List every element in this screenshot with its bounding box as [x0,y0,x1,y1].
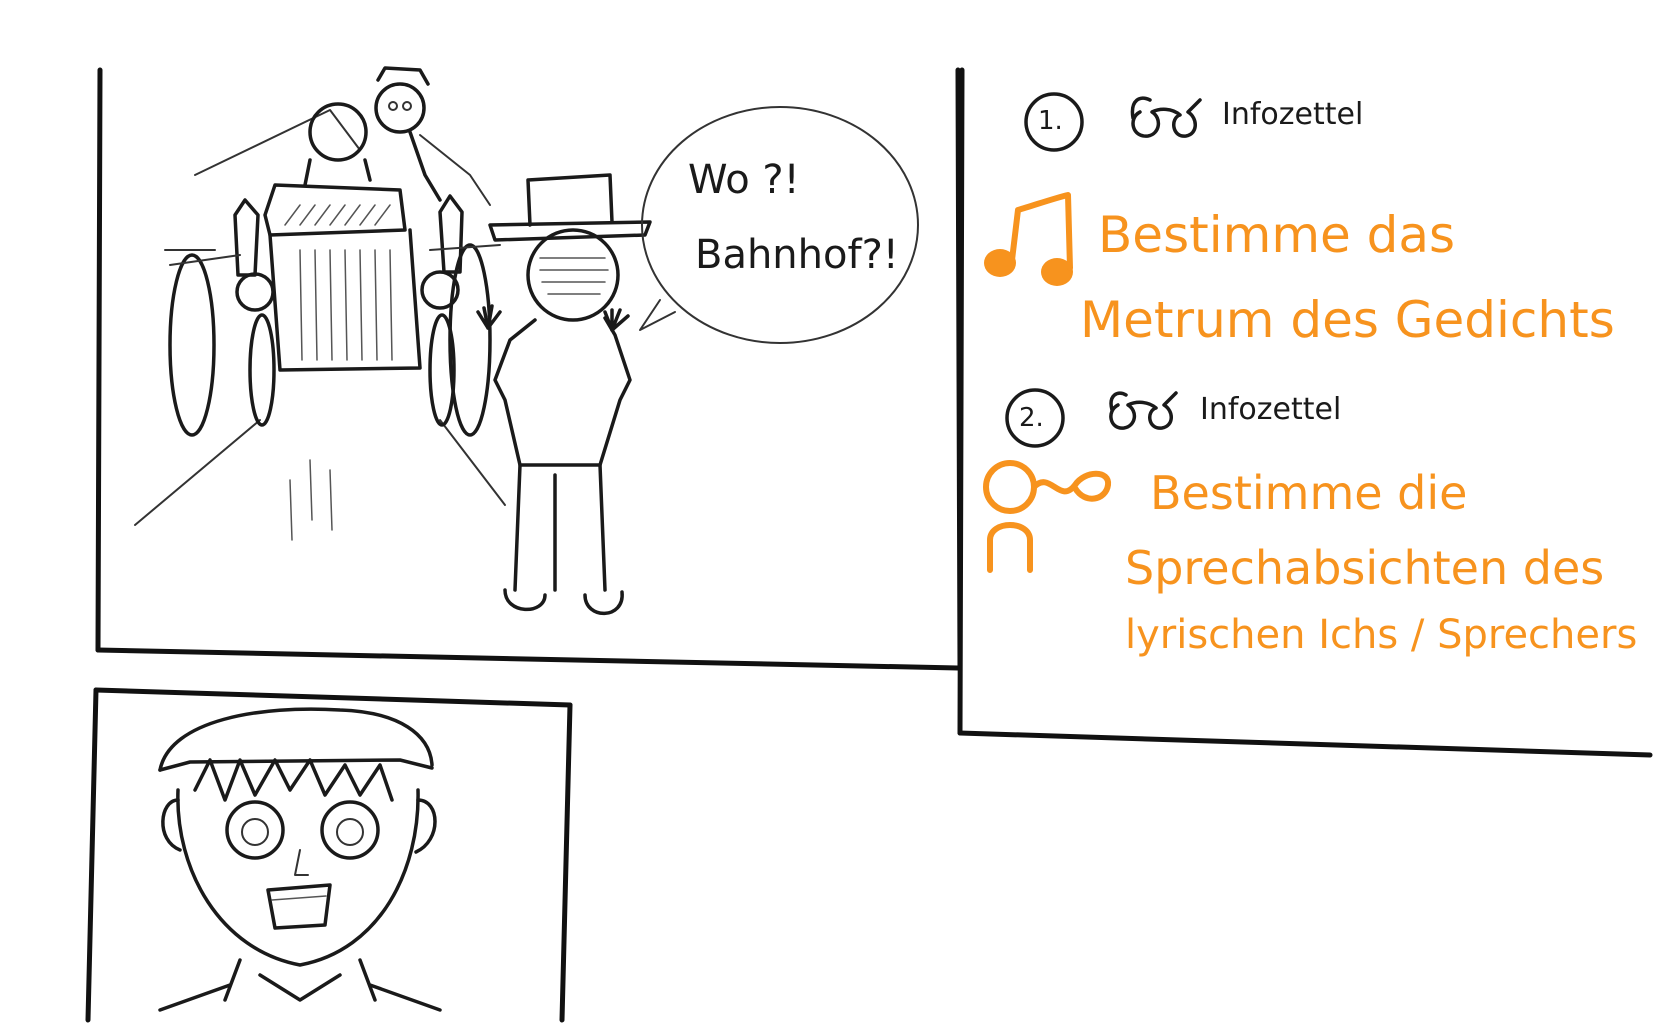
shocked-boy-illustration [158,707,442,1012]
task-1-number: 1. [1038,106,1063,136]
speech-line-1: Wo ?! [688,157,800,203]
speaker-person-icon [983,460,1111,573]
man-with-hat-illustration [476,173,652,616]
glasses-icon [1130,96,1202,138]
task-1-instruction-line-1: Bestimme das [1098,206,1456,264]
speech-bubble [641,106,919,344]
speech-line-2: Bahnhof?! [695,232,899,278]
task-2-instruction-line-2: Sprechabsichten des [1125,541,1605,595]
task-panel [957,67,1653,758]
task-1-resource-label: Infozettel [1222,97,1364,132]
task-2-instruction-line-1: Bestimme die [1150,466,1468,520]
task-2-instruction-line-3: lyrischen Ichs / Sprechers [1125,612,1638,658]
music-note-icon [984,192,1073,286]
glasses-icon [1109,391,1178,430]
task-1-number-circle [1024,92,1084,152]
carriage-illustration [134,66,506,541]
task-1-instruction-line-2: Metrum des Gedichts [1080,291,1615,349]
task-2-number: 2. [1019,403,1044,433]
task-2-number-circle [1005,388,1065,448]
task-2-resource-label: Infozettel [1200,392,1342,427]
comic-panel-bottom [85,687,573,1023]
